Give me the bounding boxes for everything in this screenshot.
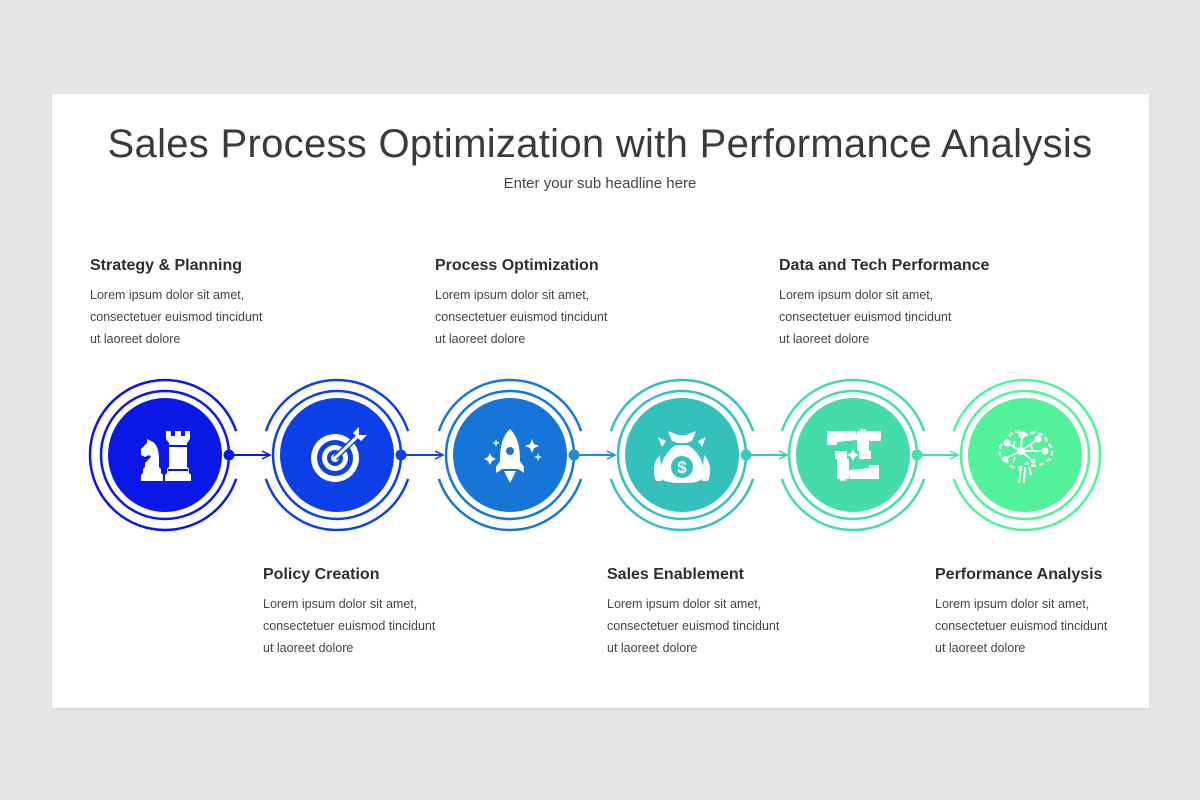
svg-text:$: $ (677, 458, 687, 477)
step-6-title: Performance Analysis (935, 566, 1103, 583)
step-4-desc: Lorem ipsum dolor sit amet,consectetuer … (607, 597, 780, 655)
connector-5-6 (911, 449, 959, 461)
step-6-desc: Lorem ipsum dolor sit amet,consectetuer … (935, 597, 1108, 655)
step-6-text: Performance Analysis Lorem ipsum dolor s… (935, 565, 1135, 659)
page-title: Sales Process Optimization with Performa… (107, 122, 1093, 166)
connector-3-4 (568, 449, 616, 461)
teamwork-hands-icon (827, 428, 881, 482)
step-3-title: Process Optimization (435, 257, 599, 274)
step-3-desc: Lorem ipsum dolor sit amet,consectetuer … (435, 288, 608, 346)
step-3-text: Process Optimization Lorem ipsum dolor s… (435, 256, 635, 350)
step-4-text: Sales Enablement Lorem ipsum dolor sit a… (607, 565, 807, 659)
step-2-title: Policy Creation (263, 566, 380, 583)
slide (52, 94, 1149, 708)
step-1-text: Strategy & Planning Lorem ipsum dolor si… (90, 256, 290, 350)
money-bag-icon: $ (653, 431, 711, 483)
target-icon (311, 427, 367, 482)
page-subtitle: Enter your sub headline here (503, 175, 697, 192)
step-4-title: Sales Enablement (607, 566, 744, 583)
step-5-desc: Lorem ipsum dolor sit amet,consectetuer … (779, 288, 952, 346)
step-1-node (88, 378, 238, 532)
connector-2-3 (395, 449, 444, 461)
step-5-title: Data and Tech Performance (779, 257, 990, 274)
chess-icon (141, 431, 191, 481)
connector-1-2 (223, 449, 271, 461)
step-1-desc: Lorem ipsum dolor sit amet,consectetuer … (90, 288, 263, 346)
step-2-desc: Lorem ipsum dolor sit amet,consectetuer … (263, 597, 436, 655)
rocket-icon (484, 429, 542, 483)
step-5-text: Data and Tech Performance Lorem ipsum do… (779, 256, 1009, 350)
brain-network-icon (998, 430, 1054, 484)
connector-4-5 (740, 449, 788, 461)
step-2-text: Policy Creation Lorem ipsum dolor sit am… (263, 565, 463, 659)
step-1-title: Strategy & Planning (90, 257, 243, 274)
